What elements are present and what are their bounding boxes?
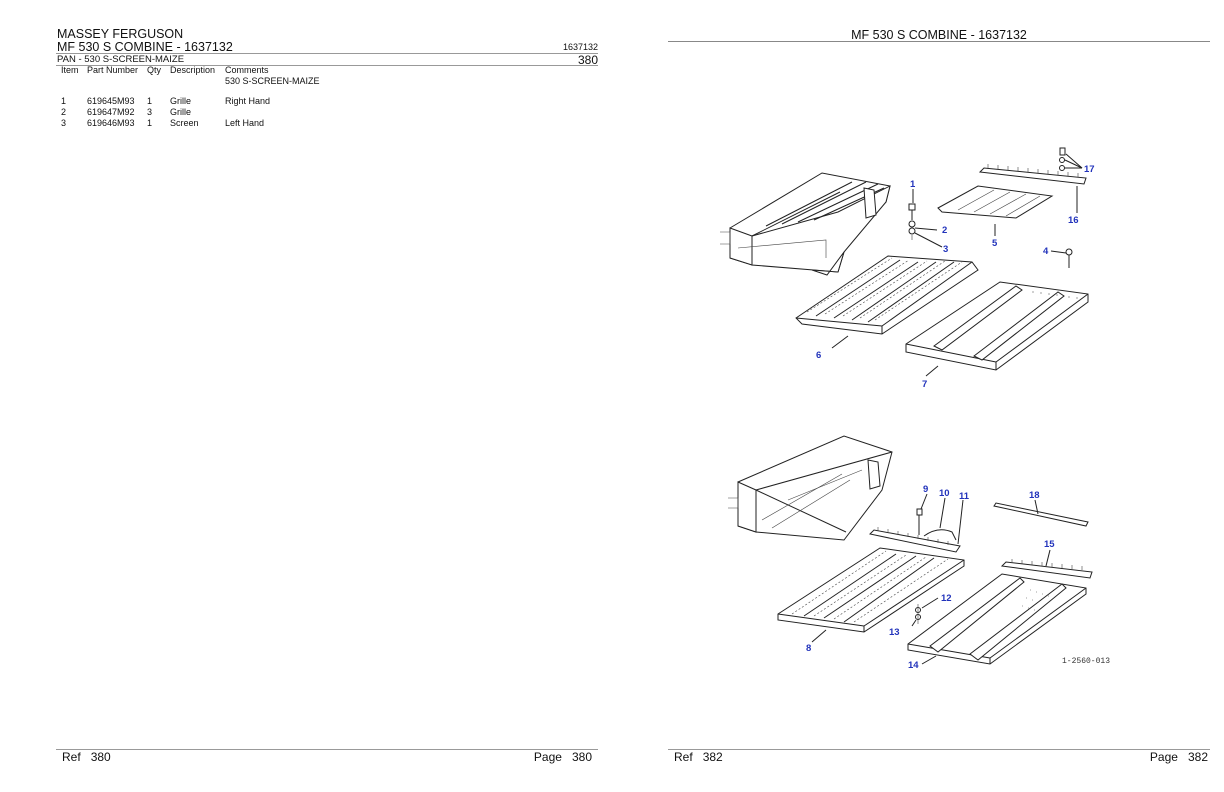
footer-page: Page 380 xyxy=(534,750,592,764)
model-title: MF 530 S COMBINE - 1637132 xyxy=(57,40,233,54)
page-value: 382 xyxy=(1187,750,1208,764)
cell-comments: Left Hand xyxy=(225,118,265,128)
grille-5 xyxy=(937,185,1054,219)
ref-label: Ref xyxy=(62,750,81,764)
header-comments: Comments xyxy=(225,65,269,75)
ref-value: 380 xyxy=(90,750,111,764)
cell-part-number: 619645M93 xyxy=(87,96,135,106)
callout-5: 5 xyxy=(992,238,998,249)
footer-ref: Ref 380 xyxy=(62,750,111,764)
header-part-number: Part Number xyxy=(87,65,139,75)
cell-qty: 1 xyxy=(147,118,153,128)
callout-13: 13 xyxy=(889,627,900,638)
footer-divider xyxy=(668,749,1210,750)
callout-8: 8 xyxy=(806,643,811,654)
callout-2: 2 xyxy=(942,225,947,236)
callout-1: 1 xyxy=(910,179,916,190)
page-value: 380 xyxy=(571,750,592,764)
callout-3: 3 xyxy=(943,244,948,255)
section-title: PAN - 530 S-SCREEN-MAIZE xyxy=(57,54,185,65)
page-label: Page xyxy=(1149,750,1178,764)
callout-16: 16 xyxy=(1068,215,1079,226)
callout-10: 10 xyxy=(939,488,950,499)
leader-lines-top xyxy=(831,153,1083,377)
cell-comments: Right Hand xyxy=(225,96,271,106)
grille-8 xyxy=(777,547,965,633)
section-divider xyxy=(56,65,598,66)
strip-16 xyxy=(978,164,1087,185)
footer-ref: Ref 382 xyxy=(674,750,723,764)
cell-item: 3 xyxy=(61,118,67,128)
pan-housing-bottom xyxy=(728,435,893,541)
footer-page: Page 382 xyxy=(1150,750,1208,764)
title-divider xyxy=(668,41,1210,42)
callout-labels: 1 2 3 4 5 6 7 8 9 10 11 12 13 14 15 16 1… xyxy=(806,164,1110,671)
ref-value: 382 xyxy=(702,750,723,764)
cell-item: 2 xyxy=(61,107,67,117)
right-page: MF 530 S COMBINE - 1637132 xyxy=(612,0,1224,792)
callout-17: 17 xyxy=(1084,164,1095,175)
callout-12: 12 xyxy=(941,593,952,604)
callout-15: 15 xyxy=(1044,539,1055,550)
header-qty: Qty xyxy=(147,65,162,75)
drawing-code: 1-2560-013 xyxy=(1062,657,1110,666)
header-description: Description xyxy=(170,65,216,75)
callout-4: 4 xyxy=(1043,246,1049,257)
left-page: MASSEY FERGUSON MF 530 S COMBINE - 16371… xyxy=(56,27,598,764)
screen-7 xyxy=(905,281,1089,371)
screen-14 xyxy=(907,573,1087,665)
page-number-top: 380 xyxy=(577,53,598,67)
cell-qty: 3 xyxy=(147,107,153,117)
cell-item: 1 xyxy=(61,96,67,106)
rod-18 xyxy=(993,502,1089,527)
callout-7: 7 xyxy=(922,379,927,390)
ref-label: Ref xyxy=(674,750,693,764)
page-label: Page xyxy=(533,750,562,764)
leader-lines-bottom xyxy=(811,493,1051,665)
group-comment: 530 S-SCREEN-MAIZE xyxy=(225,76,320,86)
pan-housing-top xyxy=(720,172,891,276)
bolt-4 xyxy=(1065,248,1073,268)
strip-11 xyxy=(868,527,961,553)
model-code: 1637132 xyxy=(562,42,598,52)
fasteners-12-13 xyxy=(915,604,921,624)
cell-part-number: 619647M92 xyxy=(87,107,135,117)
cell-description: Grille xyxy=(170,96,192,106)
bolt-9-clip-10 xyxy=(916,508,957,541)
strip-15 xyxy=(1000,559,1093,579)
header-item: Item xyxy=(61,65,79,75)
cell-description: Screen xyxy=(170,118,199,128)
callout-9: 9 xyxy=(923,484,928,495)
callout-6: 6 xyxy=(816,350,821,361)
brand-name: MASSEY FERGUSON xyxy=(57,27,184,41)
grille-6 xyxy=(795,255,979,335)
callout-14: 14 xyxy=(908,660,919,671)
fasteners-17 xyxy=(1059,147,1066,171)
header-divider xyxy=(56,53,598,54)
callout-18: 18 xyxy=(1029,490,1040,501)
cell-description: Grille xyxy=(170,107,192,117)
diagram-page-title: MF 530 S COMBINE - 1637132 xyxy=(851,28,1027,42)
footer-divider xyxy=(56,749,598,750)
cell-qty: 1 xyxy=(147,96,153,106)
cell-part-number: 619646M93 xyxy=(87,118,135,128)
bolt-washer-nut-1-3 xyxy=(908,203,916,240)
exploded-parts-diagram: 1 2 3 4 5 6 7 8 9 10 11 12 13 14 15 16 1… xyxy=(720,147,1110,671)
callout-11: 11 xyxy=(959,491,970,502)
